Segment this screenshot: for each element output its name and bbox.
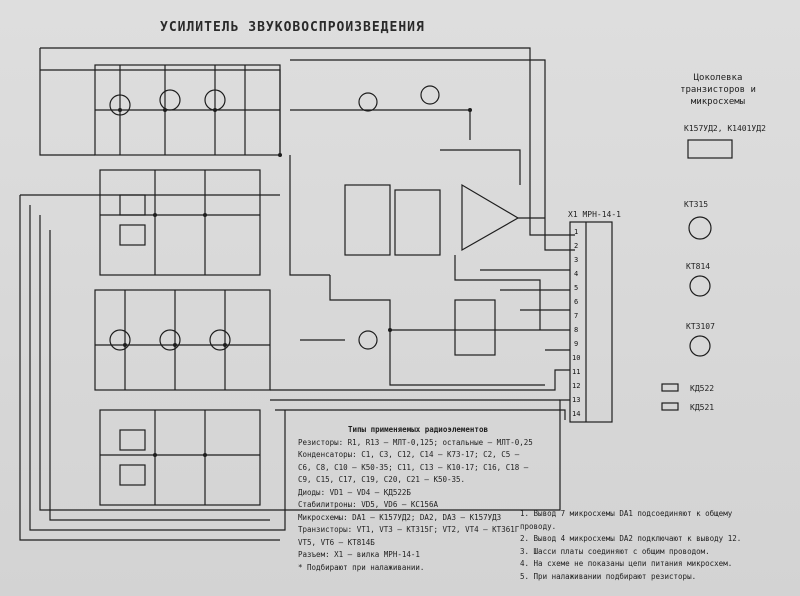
connector-pin: 5 xyxy=(574,284,579,292)
connector-pin: 14 xyxy=(572,410,581,418)
legend-ic-label: К157УД2, К1401УД2 xyxy=(684,124,766,133)
connector-pin: 9 xyxy=(574,340,579,348)
connector-pin: 4 xyxy=(574,270,579,278)
component-types-notes: Типы применяемых радиоэлементов Резистор… xyxy=(298,424,538,574)
remarks-block: 1. Вывод 7 микросхемы DA1 подсоединяют к… xyxy=(520,508,770,583)
connector-pin: 1 xyxy=(574,228,579,236)
connector-title: X1 МРН-14-1 xyxy=(568,210,621,219)
notes-line: Микросхемы: DA1 — К157УД2; DA2, DA3 — К1… xyxy=(298,512,502,522)
connector-pin: 6 xyxy=(574,298,579,306)
remark-line: 3. Шасси платы соединяют с общим проводо… xyxy=(520,546,710,556)
legend-transistor-1-label: КТ315 xyxy=(684,200,709,209)
remark-line: 5. При налаживании подбирают резисторы. xyxy=(520,571,697,581)
legend-diode-1-label: КД522 xyxy=(690,384,715,393)
notes-line: Резисторы: R1, R13 — МЛТ-0,125; остальны… xyxy=(298,437,533,447)
notes-line: * Подбирают при налаживании. xyxy=(298,562,425,572)
notes-line: Диоды: VD1 — VD4 — КД522Б xyxy=(298,487,411,497)
connector-pin: 10 xyxy=(572,354,581,362)
legend-transistor-2-label: КТ814 xyxy=(686,262,711,271)
legend-title: Цоколевка транзисторов и микросхемы xyxy=(668,72,768,108)
notes-line: VT5, VT6 — КТ814Б xyxy=(298,537,375,547)
connector-pin: 13 xyxy=(572,396,581,404)
notes-line: Транзисторы: VT1, VT3 — КТ315Г; VT2, VT4… xyxy=(298,525,520,534)
notes-line: C9, C15, C17, C19, C20, C21 — К50-35. xyxy=(298,475,466,484)
notes-heading: Типы применяемых радиоэлементов xyxy=(348,425,488,434)
notes-line: Разъем: X1 — вилка МРН-14-1 xyxy=(298,550,420,559)
legend-diode-2-label: КД521 xyxy=(690,403,715,412)
schematic-title: УСИЛИТЕЛЬ ЗВУКОВОСПРОИЗВЕДЕНИЯ xyxy=(160,20,425,35)
remark-line: 2. Вывод 4 микросхемы DA2 подключают к в… xyxy=(520,534,742,543)
connector-pin: 11 xyxy=(572,368,581,376)
legend-transistor-3-label: КТ3107 xyxy=(686,322,715,331)
legend-title-line-2: транзисторов и микросхемы xyxy=(680,85,756,107)
remark-line: 1. Вывод 7 микросхемы DA1 подсоединяют к… xyxy=(520,509,733,531)
notes-line: Конденсаторы: C1, C3, C12, C14 — К73-17;… xyxy=(298,450,520,459)
remark-line: 4. На схеме не показаны цепи питания мик… xyxy=(520,559,733,568)
connector-pin: 7 xyxy=(574,312,579,320)
connector-pin: 12 xyxy=(572,382,581,390)
legend-title-line-1: Цоколевка xyxy=(693,73,743,83)
connector-pin: 2 xyxy=(574,242,579,250)
notes-line: C6, C8, C10 — К50-35; C11, C13 — К10-17;… xyxy=(298,462,529,472)
connector-pin: 3 xyxy=(574,256,579,264)
connector-pin: 8 xyxy=(574,326,579,334)
notes-line: Стабилитроны: VD5, VD6 — КС156А xyxy=(298,500,438,509)
